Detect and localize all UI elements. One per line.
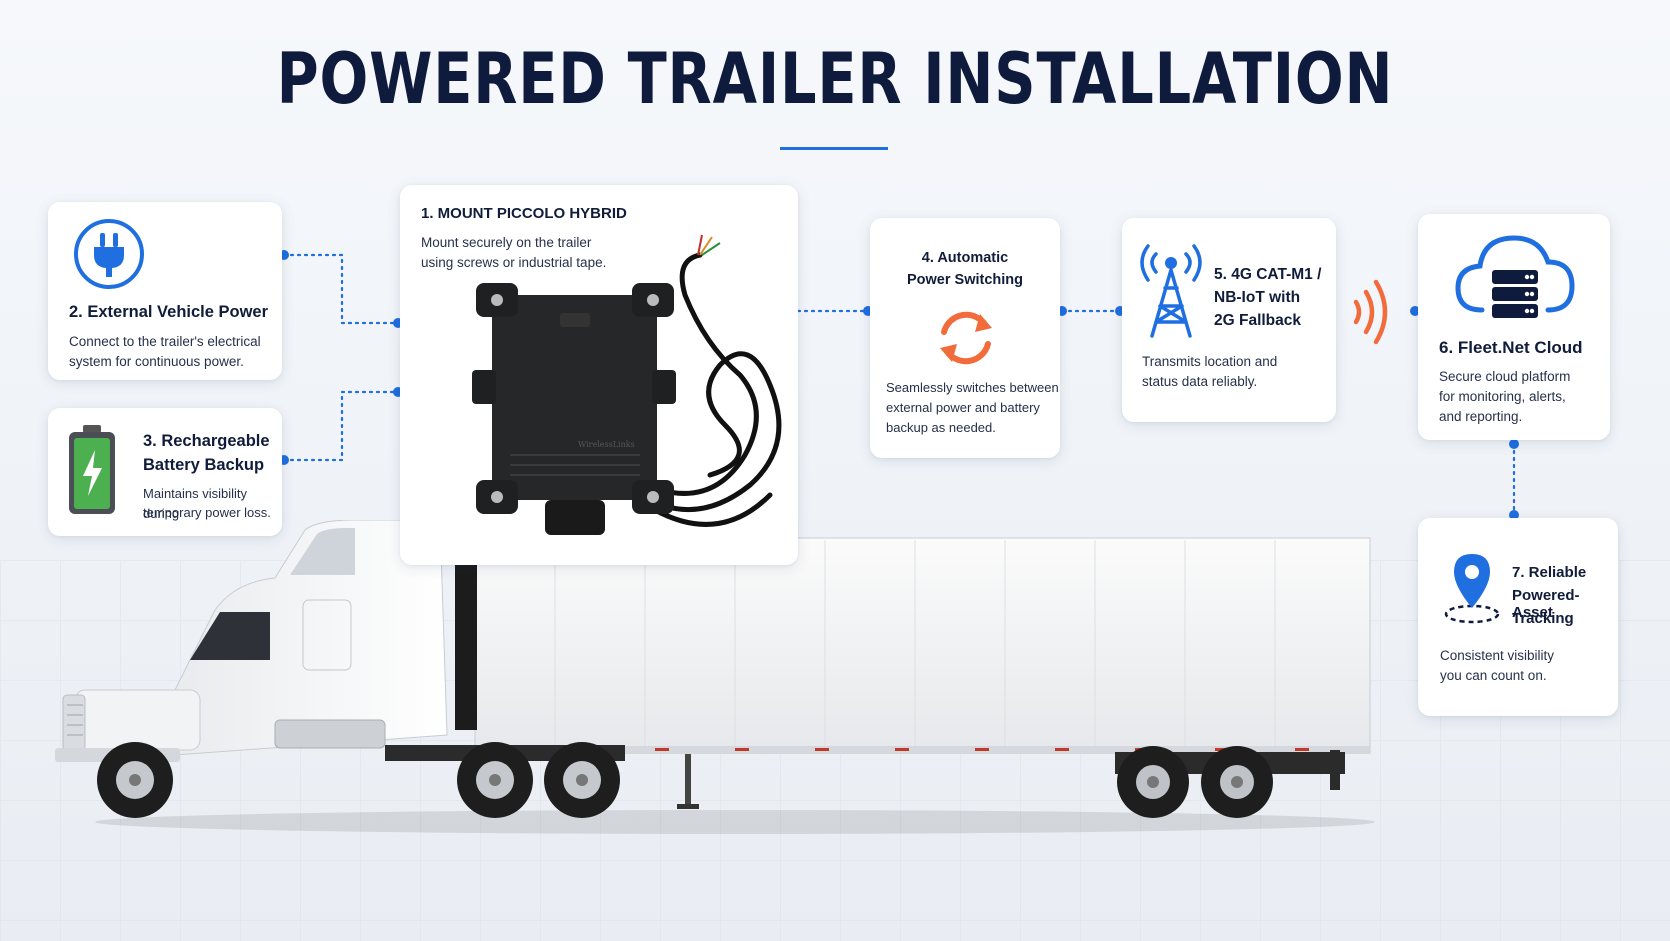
step-description: Connect to the trailer's electrical xyxy=(69,334,261,349)
refresh-icon xyxy=(940,311,992,365)
step-description: temporary power loss. xyxy=(143,505,271,520)
connector-dot xyxy=(1509,510,1519,520)
signal-waves-icon xyxy=(1353,279,1388,345)
connector-dot xyxy=(863,306,873,316)
step-description: for monitoring, alerts, xyxy=(1439,389,1566,404)
step-title: Power Switching xyxy=(906,272,1023,288)
plug-icon xyxy=(74,219,144,289)
step-mount-device-card: 1. MOUNT PICCOLO HYBRID Mount securely o… xyxy=(400,185,798,565)
step-description: Secure cloud platform xyxy=(1439,369,1571,384)
step-title: Battery Backup xyxy=(143,456,265,474)
semi-truck-illustration xyxy=(55,520,1375,834)
step-title: Tracking xyxy=(1512,610,1574,627)
cloud-server-icon xyxy=(1455,235,1575,318)
page-title: POWERED TRAILER INSTALLATION xyxy=(276,38,1394,120)
connector-dot xyxy=(279,250,289,260)
step-battery-backup-card: 3. Rechargeable Battery Backup Maintains… xyxy=(48,408,282,536)
cell-tower-icon xyxy=(1140,244,1202,338)
connector-battery-to-device xyxy=(282,390,400,462)
device-brand-label: WirelessLinks xyxy=(578,440,635,449)
step-title: 3. Rechargeable xyxy=(143,432,270,450)
step-description: Seamlessly switches between xyxy=(886,380,1059,395)
step-external-power-card: 2. External Vehicle Power Connect to the… xyxy=(48,202,282,380)
step-description: Maintains visibility during xyxy=(143,486,248,521)
connector-dot xyxy=(393,318,403,328)
location-pin-icon xyxy=(1444,554,1500,624)
step-cloud-card: 6. Fleet.Net Cloud Secure cloud platform… xyxy=(1418,214,1610,440)
connector-dot xyxy=(279,455,289,465)
step-description: external power and battery xyxy=(886,400,1040,415)
step-description: and reporting. xyxy=(1439,409,1523,424)
step-title: 2G Fallback xyxy=(1214,312,1302,329)
step-tracking-card: 7. Reliable Powered-Asset Tracking Consi… xyxy=(1418,518,1618,716)
battery-icon xyxy=(69,425,115,514)
step-description: backup as needed. xyxy=(886,420,996,435)
connector-dot xyxy=(1509,439,1519,449)
step-description: Consistent visibility xyxy=(1440,648,1555,663)
step-title: Powered-Asset xyxy=(1512,587,1580,621)
step-description: using screws or industrial tape. xyxy=(421,255,607,270)
connector-dot xyxy=(1410,306,1420,316)
step-title: NB-IoT with xyxy=(1214,289,1301,306)
step-title: 6. Fleet.Net Cloud xyxy=(1439,338,1583,357)
step-network-card: 5. 4G CAT-M1 / NB-IoT with 2G Fallback T… xyxy=(1122,218,1336,422)
connector-dot xyxy=(393,387,403,397)
step-title: 2. External Vehicle Power xyxy=(69,303,269,321)
step-description: Mount securely on the trailer xyxy=(421,235,592,250)
step-description: you can count on. xyxy=(1440,668,1547,683)
connector-dot xyxy=(1115,306,1125,316)
step-power-switching-card: 4. Automatic Power Switching Seamlessly … xyxy=(870,218,1060,458)
step-description: system for continuous power. xyxy=(69,354,244,369)
step-title: 5. 4G CAT-M1 / xyxy=(1214,266,1322,283)
title-underline xyxy=(780,147,888,150)
step-title: 4. Automatic xyxy=(921,250,1009,266)
step-title: 7. Reliable xyxy=(1512,564,1587,581)
connector-dot xyxy=(1057,306,1067,316)
tracker-device-image: WirelessLinks xyxy=(472,234,782,535)
step-title: 1. MOUNT PICCOLO HYBRID xyxy=(421,205,627,222)
connector-power-to-device xyxy=(282,253,400,325)
step-description: Transmits location and xyxy=(1142,354,1278,369)
step-description: status data reliably. xyxy=(1142,374,1258,389)
